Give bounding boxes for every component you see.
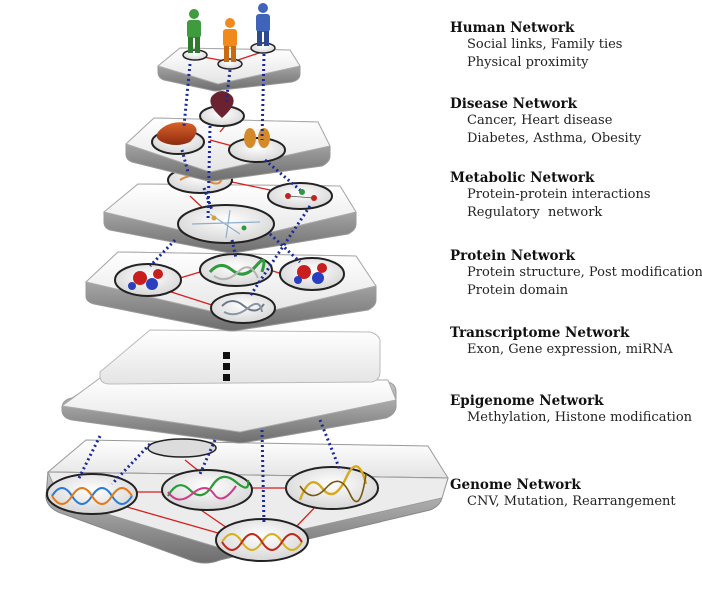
genome-dna-node-4: [215, 518, 309, 562]
disease-node-lungs: [228, 128, 286, 163]
metabolic-node-2: [267, 182, 333, 210]
inter-layer-links: [76, 53, 342, 525]
protein-node-2: [199, 253, 273, 287]
disease-node-heart: [199, 91, 245, 127]
transcriptome-platform: [99, 329, 381, 385]
protein-network-desc-2: Protein domain: [467, 282, 569, 298]
metabolic-network-desc-2: Regulatory network: [467, 204, 603, 220]
protein-node-4: [210, 292, 276, 324]
metabolic-node-3: [177, 204, 275, 244]
transcriptome-network-desc-1: Exon, Gene expression, miRNA: [467, 342, 673, 357]
genome-dna-node-2: [161, 469, 253, 511]
genome-network-desc-1: CNV, Mutation, Rearrangement: [467, 494, 676, 509]
human-network-desc-1: Social links, Family ties: [467, 37, 623, 52]
disease-network-desc-1: Cancer, Heart disease: [467, 113, 613, 128]
human-network-title: Human Network: [450, 20, 575, 36]
person-orange-icon: [217, 18, 243, 70]
transcriptome-network-label: Transcriptome Network Exon, Gene express…: [450, 325, 673, 359]
metabolic-network-desc-1: Protein-protein interactions: [467, 187, 651, 202]
epigenome-platform: [60, 377, 397, 458]
protein-network-title: Protein Network: [450, 248, 575, 264]
disease-network-label: Disease Network Cancer, Heart disease Di…: [450, 96, 641, 147]
protein-network-label: Protein Network Protein structure, Post …: [450, 248, 702, 299]
ellipsis-dots: [223, 352, 230, 381]
protein-node-1: [114, 263, 182, 297]
metabolic-network-label: Metabolic Network Protein-protein intera…: [450, 170, 651, 221]
disease-network-title: Disease Network: [450, 96, 577, 112]
genome-dna-node-3: [285, 465, 379, 510]
disease-node-liver: [151, 122, 205, 155]
epigenome-network-desc-1: Methylation, Histone modification: [467, 410, 693, 425]
person-blue-icon: [250, 3, 276, 54]
genome-dna-node-1: [46, 473, 138, 515]
epigenome-network-title: Epigenome Network: [450, 393, 604, 409]
genome-network-label: Genome Network CNV, Mutation, Rearrangem…: [450, 477, 676, 511]
genome-network-title: Genome Network: [450, 477, 581, 493]
metabolic-network-title: Metabolic Network: [450, 170, 595, 186]
protein-node-3: [279, 257, 345, 291]
disease-network-desc-2: Diabetes, Asthma, Obesity: [467, 130, 642, 146]
human-network-desc-2: Physical proximity: [467, 54, 589, 70]
transcriptome-network-title: Transcriptome Network: [450, 325, 630, 341]
protein-network-desc-1: Protein structure, Post modification: [467, 265, 702, 280]
person-green-icon: [182, 9, 208, 61]
epigenome-network-label: Epigenome Network Methylation, Histone m…: [450, 393, 692, 427]
human-network-label: Human Network Social links, Family ties …: [450, 20, 622, 71]
